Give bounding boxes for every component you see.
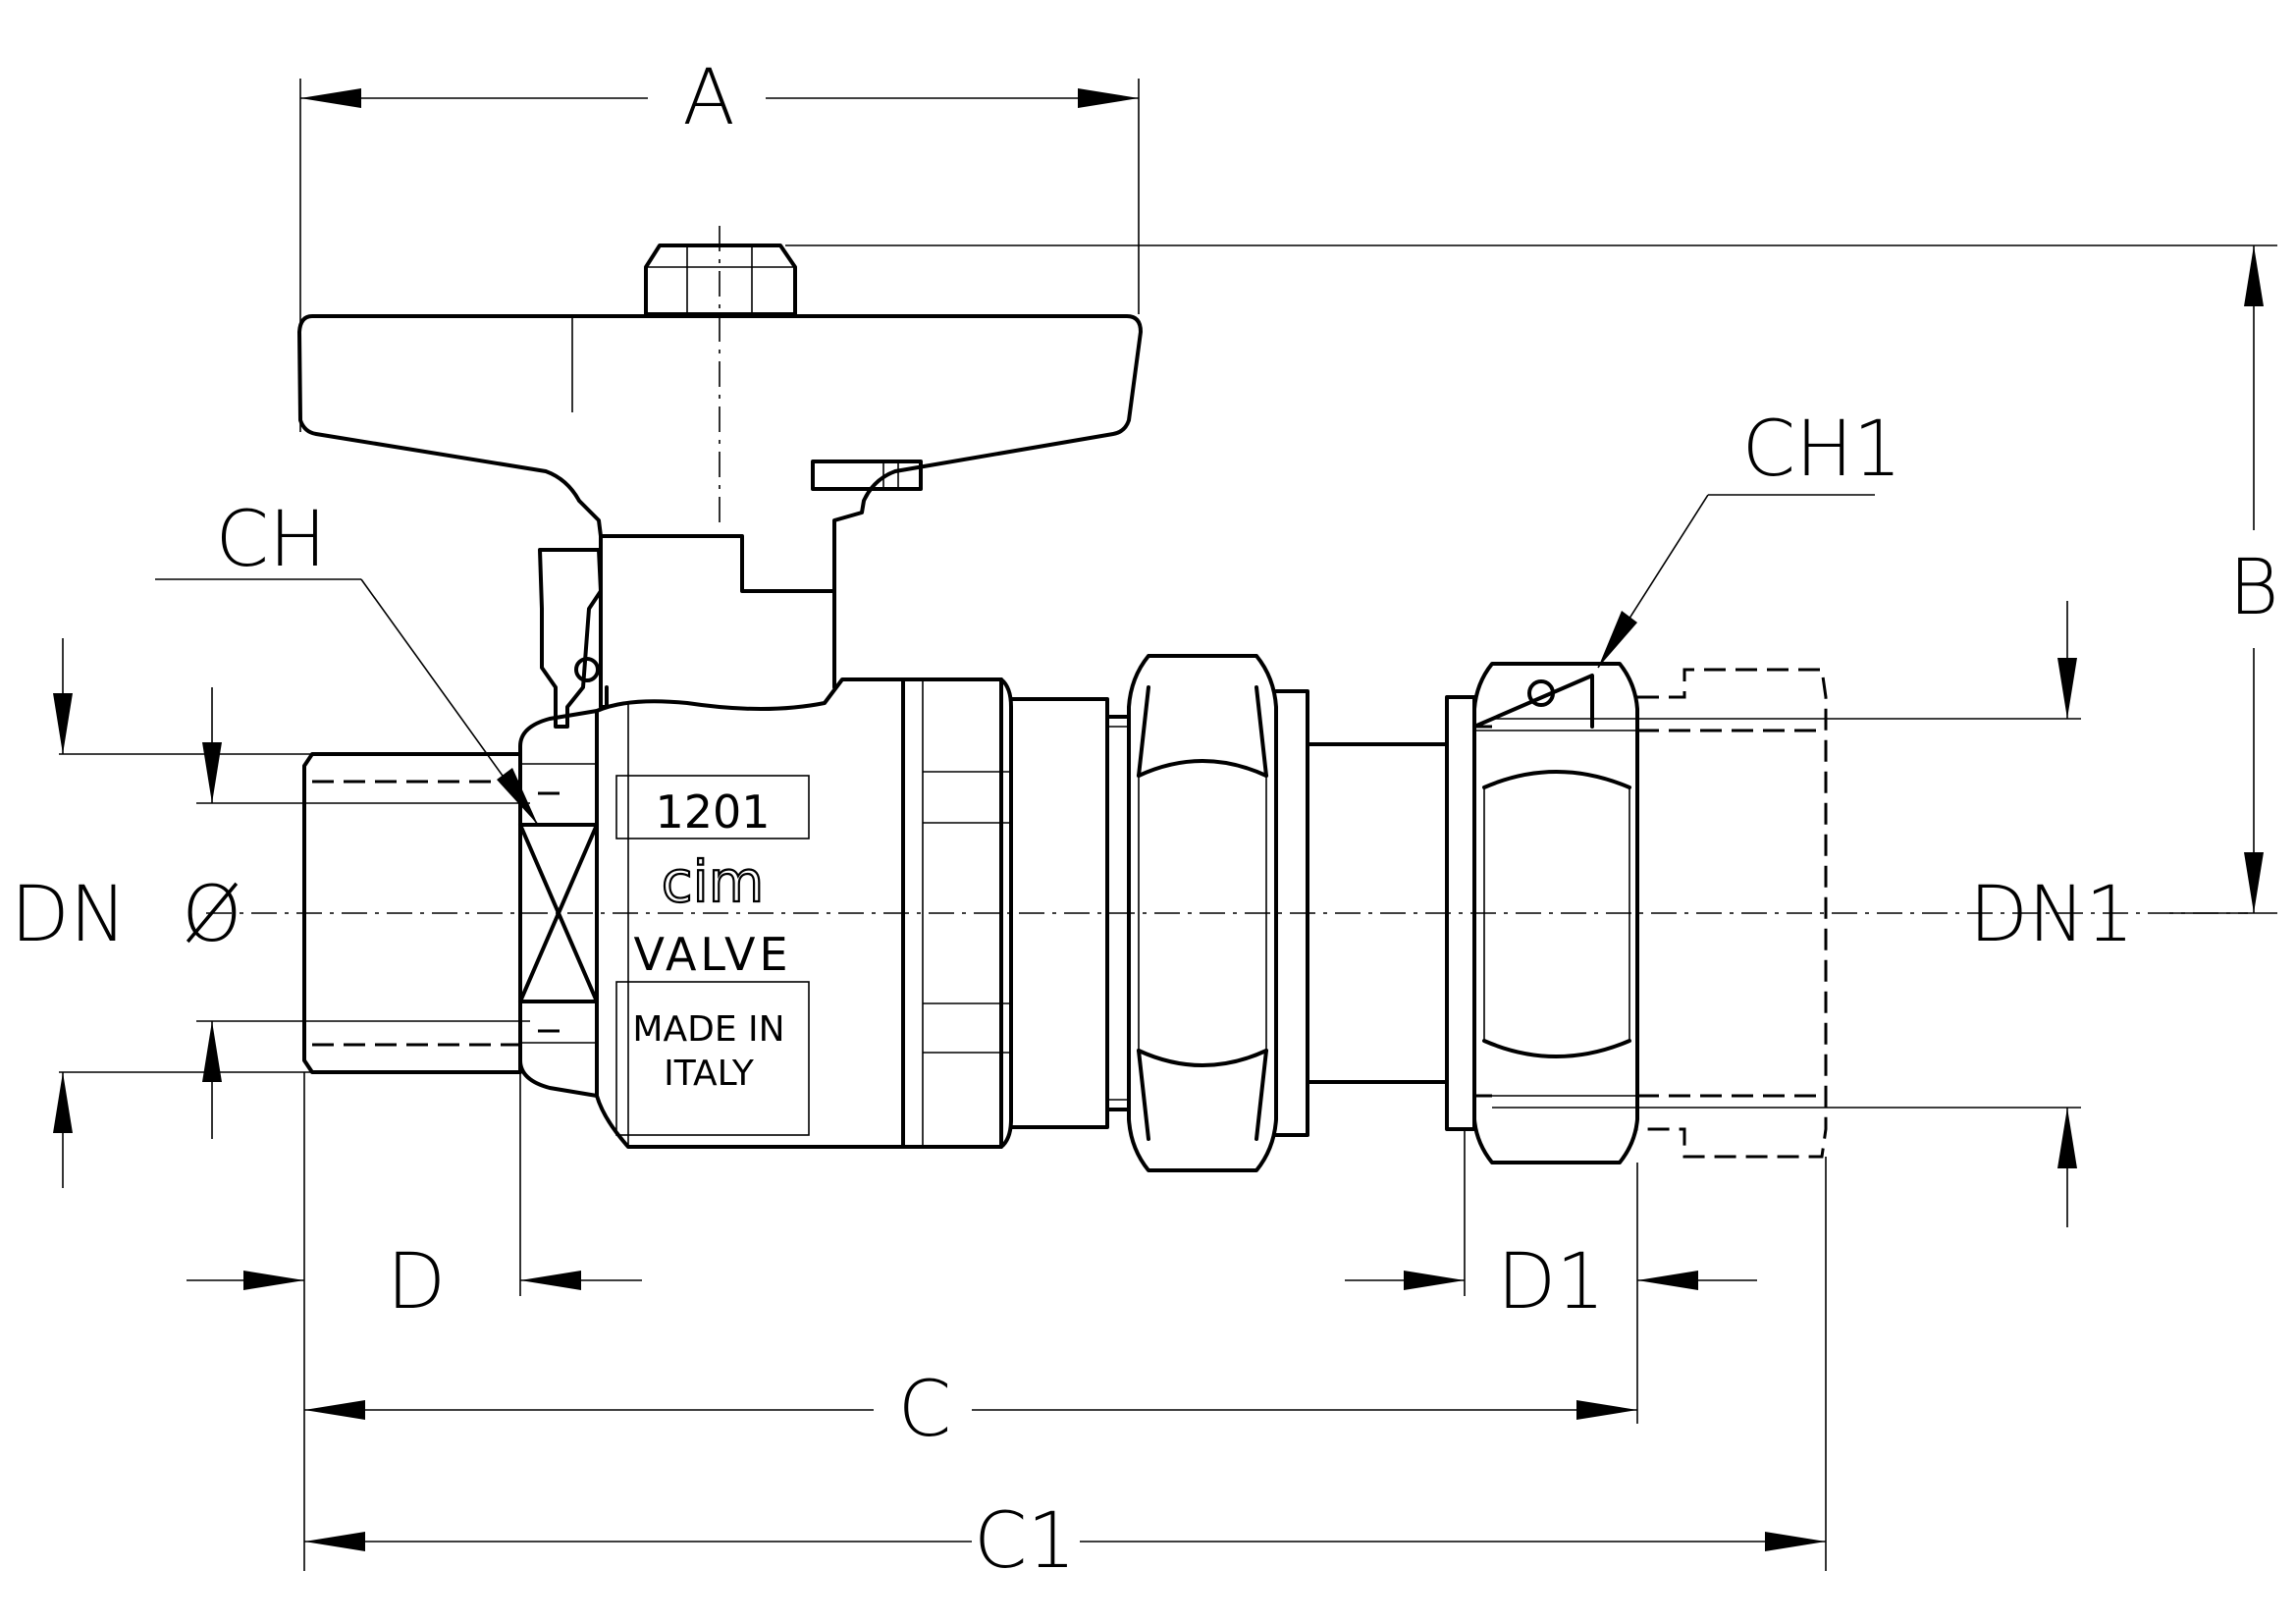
compression-nut [1445, 662, 1639, 1164]
label-b: B [2228, 544, 2278, 632]
label-c: C [898, 1366, 951, 1454]
dimension-d: D [187, 1072, 642, 1571]
valve-body: 1201 cim VALVE MADE IN ITALY [518, 677, 1003, 1149]
tail-pipe [1306, 742, 1449, 1084]
dimension-a: A [299, 54, 1140, 432]
engraving-model: 1201 [655, 785, 770, 839]
label-ch1: CH1 [1742, 406, 1902, 494]
engraving-origin-2: ITALY [664, 1054, 755, 1094]
label-diameter: Ø [182, 871, 241, 959]
engraving-brand: cim [662, 848, 765, 915]
leader-ch: CH [155, 496, 539, 826]
dimension-diameter: Ø [182, 687, 530, 1139]
dimension-c: C [304, 1366, 1637, 1454]
label-d1: D1 [1497, 1238, 1605, 1326]
dimension-dn: DN [11, 638, 312, 1188]
leader-ch1: CH1 [1597, 406, 1902, 669]
union-nut [1127, 654, 1309, 1172]
label-dn: DN [11, 871, 127, 959]
label-a: A [682, 54, 734, 142]
center-lines [206, 226, 2248, 914]
label-c1: C1 [974, 1497, 1076, 1586]
dimension-c1: C1 [304, 1157, 1827, 1586]
dimension-d1: D1 [1345, 1129, 1757, 1424]
label-d: D [387, 1238, 446, 1326]
pipe-phantom [1472, 668, 1828, 1159]
label-ch: CH [215, 496, 326, 584]
engraving-line: VALVE [633, 928, 791, 981]
engraving-origin-1: MADE IN [632, 1009, 784, 1050]
label-dn1: DN1 [1969, 871, 2134, 959]
dimension-dn1: DN1 [1492, 601, 2134, 1227]
dimension-b: B [785, 244, 2279, 914]
